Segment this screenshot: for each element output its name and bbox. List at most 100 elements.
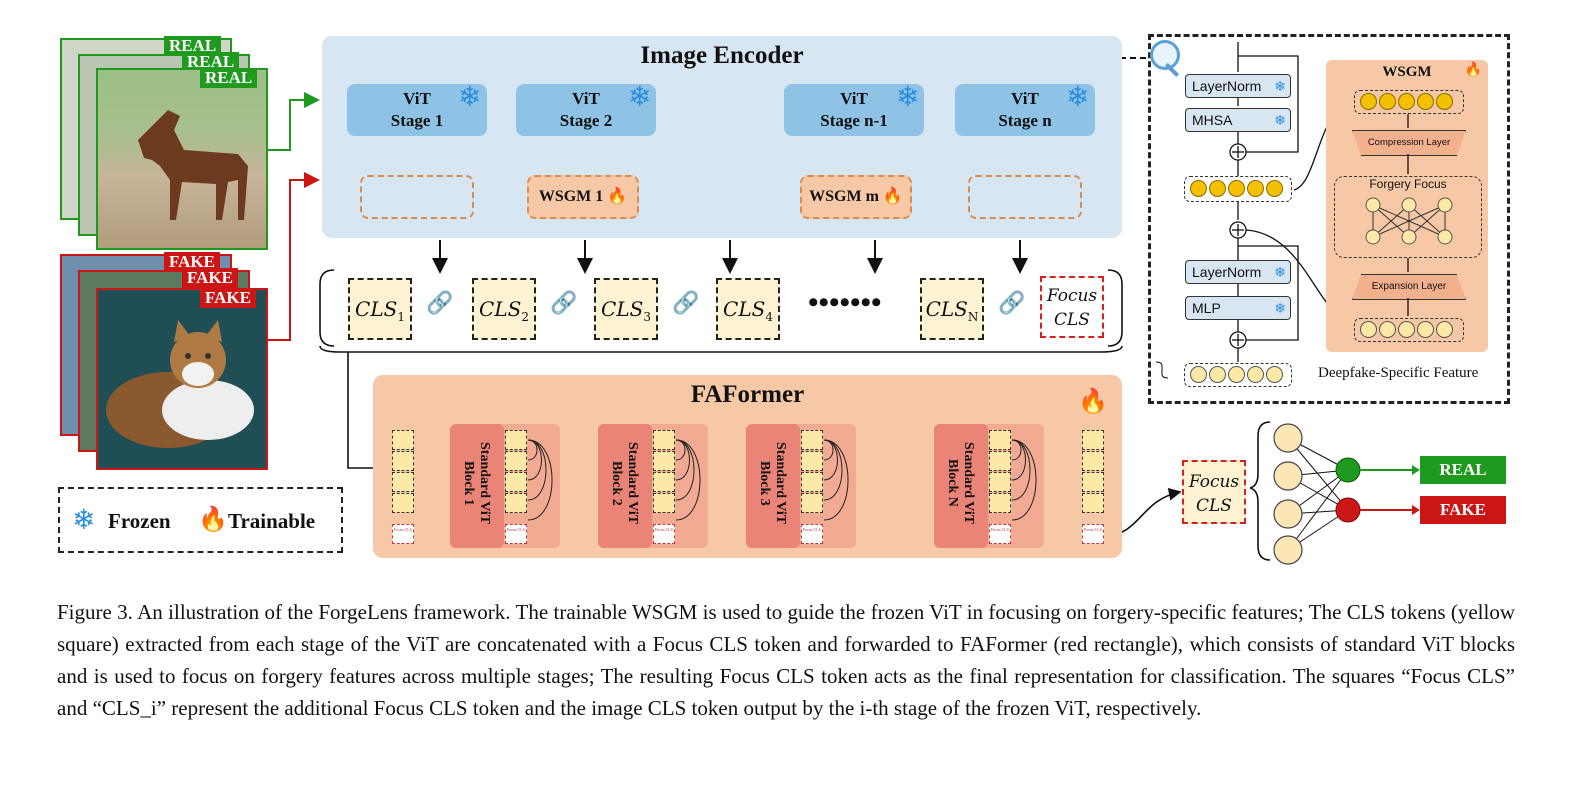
cls-token-3: CLS3 <box>594 278 658 340</box>
feature-circle <box>1379 93 1396 110</box>
focus-cls-token-square: Focus CLS <box>653 524 675 544</box>
attention-arcs <box>527 439 1037 521</box>
legend-frozen-label: Frozen <box>108 509 171 533</box>
snowflake-icon: ❄ <box>458 82 482 113</box>
cls-token-2: CLS2 <box>472 278 536 340</box>
vit-block-line: Standard ViT <box>961 442 976 525</box>
expansion-layer: Expansion Layer <box>1352 274 1466 300</box>
snowflake-icon: ❄ <box>1274 78 1286 94</box>
feature-circle <box>1190 366 1207 383</box>
cls-token-1: CLS1 <box>348 278 412 340</box>
classifier-network <box>1249 421 1420 565</box>
feature-circle <box>1190 180 1207 197</box>
flame-icon: 🔥 <box>198 507 228 533</box>
focus-cls-token-square: Focus CLS <box>801 524 823 544</box>
feature-row-top <box>1184 176 1292 202</box>
fake-output: FAKE <box>1420 496 1506 524</box>
cls-token-square <box>989 451 1011 471</box>
wsgm-internal-arrows <box>1407 114 1409 316</box>
cls-token-square <box>505 493 527 513</box>
vit-stage-label: Stage n-1 <box>820 111 888 130</box>
forgery-focus-label: Forgery Focus <box>1369 177 1447 191</box>
legend: ❄ Frozen 🔥 Trainable <box>58 487 343 553</box>
vit-block-line: Block N <box>945 459 960 507</box>
fake-tag: FAKE <box>164 252 220 272</box>
detail-connectors <box>1155 42 1359 379</box>
feature-circle <box>1398 93 1415 110</box>
snowflake-icon: ❄ <box>1274 300 1286 316</box>
focus-cls-line: CLS <box>1054 310 1090 330</box>
cls-sub: N <box>967 310 979 324</box>
deepfake-feature-label: Deepfake-Specific Feature <box>1318 365 1479 381</box>
image-encoder: Image Encoder <box>322 36 1122 238</box>
snowflake-icon: ❄ <box>72 505 96 536</box>
fake-tag: FAKE <box>182 268 238 288</box>
wsgm-detail-panel <box>1148 34 1510 404</box>
cls-sub: 1 <box>397 310 405 324</box>
real-image-stack: REAL REAL REAL <box>58 36 268 250</box>
vit-stage-label: ViT <box>403 89 431 108</box>
wsgm-output-row <box>1354 318 1464 342</box>
horse-silhouette <box>138 110 248 220</box>
cls-token-square <box>1082 451 1104 471</box>
cls-token-square <box>989 430 1011 450</box>
fake-tag: FAKE <box>200 288 256 308</box>
forgery-focus-network <box>1365 197 1453 245</box>
wsgm-input-row <box>1354 90 1464 114</box>
feature-circle <box>1436 93 1453 110</box>
cls-token-square <box>505 430 527 450</box>
deepfake-feature-row <box>1184 363 1292 387</box>
real-output: REAL <box>1420 456 1506 484</box>
link-icon: 🔗 <box>550 290 578 315</box>
wsgm-empty-1 <box>360 175 474 219</box>
vit-stage-1: ViT Stage 1 <box>347 84 487 136</box>
cat-silhouette <box>106 320 254 448</box>
flame-icon: 🔥 <box>1464 63 1482 78</box>
vit-block-line: Block 1 <box>461 460 476 506</box>
focus-cls-line: CLS <box>1196 496 1232 516</box>
snowflake-icon: ❄ <box>1274 112 1286 128</box>
cls-token-square <box>653 451 675 471</box>
flame-icon: 🔥 <box>1078 389 1108 415</box>
cls-token-square <box>653 493 675 513</box>
horse-photo <box>96 68 268 250</box>
vit-stage-label: Stage 1 <box>390 111 444 130</box>
feature-circle <box>1417 93 1434 110</box>
vit-block-line: Standard ViT <box>773 442 788 525</box>
feature-circle <box>1247 366 1264 383</box>
mlp-label: MLP <box>1192 300 1221 316</box>
snowflake-icon: ❄ <box>628 82 652 113</box>
cls-token-square <box>505 472 527 492</box>
fake-image-stack: FAKE FAKE FAKE <box>58 252 268 470</box>
faformer-title: FAFormer <box>690 381 805 408</box>
cls-sub: 4 <box>765 310 773 324</box>
focus-cls-token-square: Focus CLS <box>1082 524 1104 544</box>
cls-sub: 2 <box>521 310 529 324</box>
cls-sub: 3 <box>643 310 651 324</box>
real-tag: REAL <box>200 68 258 88</box>
cls-token-square <box>801 493 823 513</box>
cls-text: CLS <box>925 297 968 321</box>
cls-token-square <box>392 430 414 450</box>
cls-token-square <box>653 430 675 450</box>
vit-block-line: Standard ViT <box>625 442 640 525</box>
cls-text: CLS <box>723 297 766 321</box>
cls-text: CLS <box>479 297 522 321</box>
link-icon: 🔗 <box>998 290 1026 315</box>
feature-circle <box>1209 366 1226 383</box>
cls-token-square <box>653 472 675 492</box>
focus-cls-token-square: Focus CLS <box>989 524 1011 544</box>
cls-token-n: CLSN <box>920 278 984 340</box>
cls-token-square <box>1082 493 1104 513</box>
cls-token-4: CLS4 <box>716 278 780 340</box>
flame-icon: 🔥 <box>882 188 903 205</box>
cls-text: CLS <box>355 297 398 321</box>
wsgm-1: WSGM 1 🔥 <box>527 175 639 219</box>
feature-circle <box>1228 180 1245 197</box>
